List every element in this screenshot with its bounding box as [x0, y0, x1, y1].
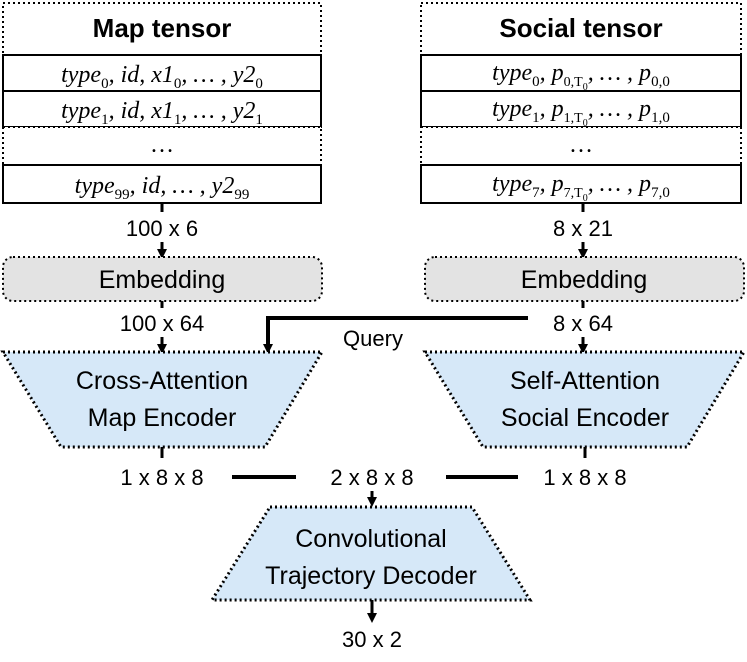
embedding-right-box — [424, 256, 745, 302]
map-tensor-shape: 100 x 6 — [126, 216, 198, 241]
social-tensor-row — [420, 54, 742, 92]
social-tensor-row-7: type7, p7,T0, … , p7,0 — [492, 171, 670, 204]
map-tensor-ellipsis: … — [150, 132, 174, 158]
embedding-left: Embedding — [2, 256, 323, 302]
map-tensor-row — [2, 90, 322, 128]
decoder-shape — [209, 505, 533, 602]
map-tensor-row-0: type0, id, x10, … , y20 — [61, 62, 263, 92]
self-attention-encoder: Self-Attention Social Encoder — [422, 350, 747, 449]
embedding-right-label: Embedding — [521, 266, 647, 294]
map-tensor-row-1: type1, id, x11, … , y21 — [61, 98, 263, 128]
self-attention-output: 1 x 8 x 8 — [543, 465, 626, 490]
embedding-left-label: Embedding — [99, 266, 225, 294]
embedding-right: Embedding — [424, 256, 745, 302]
map-tensor-row — [2, 54, 322, 92]
social-tensor-ellipsis-box — [420, 126, 742, 166]
self-attention-line2: Social Encoder — [501, 404, 669, 432]
self-attention-line1: Self-Attention — [510, 367, 660, 395]
map-tensor-ellipsis-box — [2, 126, 322, 166]
cross-attention-shape — [0, 350, 325, 449]
map-tensor-row — [2, 164, 322, 204]
map-tensor: Map tensor type0, id, x10, … , y20 type1… — [2, 2, 322, 204]
social-tensor-row — [420, 164, 742, 204]
cross-attention-output: 1 x 8 x 8 — [120, 465, 203, 490]
decoder-output: 30 x 2 — [342, 627, 402, 652]
query-label: Query — [343, 326, 403, 351]
social-tensor-row-1: type1, p1,T0, … , p1,0 — [492, 96, 670, 129]
cross-attention-encoder: Cross-Attention Map Encoder — [0, 350, 325, 449]
social-tensor-shape: 8 x 21 — [553, 216, 613, 241]
decoder-line2: Trajectory Decoder — [265, 562, 477, 590]
map-tensor-title: Map tensor — [93, 13, 232, 43]
embedding-right-shape: 8 x 64 — [553, 311, 613, 336]
self-attention-shape — [422, 350, 747, 449]
cross-attention-line2: Map Encoder — [88, 404, 237, 432]
map-tensor-title-box — [2, 2, 322, 56]
map-tensor-row-99: type99, id, … , y299 — [75, 173, 250, 203]
social-tensor-row-0: type0, p0,T0, … , p0,0 — [492, 60, 670, 93]
social-tensor: Social tensor type0, p0,T0, … , p0,0 typ… — [420, 2, 742, 204]
cross-attention-line1: Cross-Attention — [76, 367, 248, 395]
concat-shape: 2 x 8 x 8 — [330, 465, 413, 490]
decoder-line1: Convolutional — [295, 525, 447, 553]
trajectory-decoder: Convolutional Trajectory Decoder — [209, 505, 533, 602]
embedding-left-shape: 100 x 64 — [120, 311, 204, 336]
embedding-left-box — [2, 256, 323, 302]
social-tensor-title-box — [420, 2, 742, 56]
social-tensor-title: Social tensor — [499, 13, 662, 43]
social-tensor-ellipsis: … — [569, 132, 593, 158]
query-arrow — [263, 316, 528, 354]
